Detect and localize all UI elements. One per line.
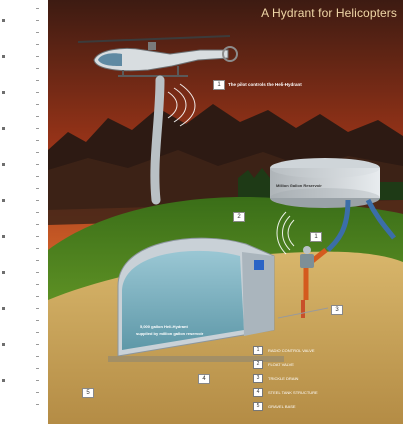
margin-text-line [36, 20, 39, 21]
marker-2: 2 [233, 212, 245, 222]
margin-text-line [36, 44, 39, 45]
margin-text-line [36, 56, 39, 57]
margin-text-line [36, 368, 39, 369]
margin-text-line [36, 32, 39, 33]
reservoir-label: Million Gallon Reservoir [276, 183, 322, 188]
margin-text-line [36, 272, 39, 273]
margin-mark [2, 343, 5, 346]
legend-item-4: 4 STEEL TANK STRUCTURE [253, 388, 318, 397]
marker-4: 4 [198, 374, 210, 384]
legend-text: FLOAT VALVE [268, 362, 294, 367]
margin-text-line [36, 152, 39, 153]
legend-item-2: 2 FLOAT VALVE [253, 360, 294, 369]
margin-text-line [36, 104, 39, 105]
margin-text-line [36, 140, 39, 141]
margin-text-line [36, 320, 39, 321]
margin-text-line [36, 308, 39, 309]
margin-text-line [36, 224, 39, 225]
margin-text-line [36, 236, 39, 237]
million-gallon-reservoir [270, 158, 380, 208]
pilot-callout: The pilot controls the Heli-Hydrant [228, 82, 302, 87]
margin-text-line [36, 8, 39, 9]
margin-text-line [36, 404, 39, 405]
legend-text: GRAVEL BASE [268, 404, 296, 409]
margin-text-line [36, 128, 39, 129]
legend-number: 3 [253, 374, 263, 383]
margin-text-line [36, 248, 39, 249]
radio-waves-valve [276, 211, 295, 255]
margin-mark [2, 127, 5, 130]
legend-text: TRICKLE DRAIN [268, 376, 299, 381]
margin-mark [2, 163, 5, 166]
margin-text-line [36, 344, 39, 345]
float-valve-housing [254, 260, 264, 270]
margin-text-line [36, 200, 39, 201]
trickle-drain-line [277, 307, 329, 319]
marker-3: 3 [331, 305, 343, 315]
margin-text-line [36, 260, 39, 261]
legend-number: 2 [253, 360, 263, 369]
margin-text-line [36, 68, 39, 69]
tank-caption-line1: 5,000 gallon Heli-Hydrant [140, 324, 188, 329]
radio-waves-helicopter [167, 83, 196, 127]
margin-mark [2, 235, 5, 238]
snorkel-hose [150, 75, 165, 205]
margin-text-line [36, 296, 39, 297]
marker-1-pilot: 1 [213, 80, 225, 90]
radio-control-valve [300, 246, 314, 268]
illustration-panel: A Hydrant for Helicopters 1 The pilot co… [48, 0, 403, 424]
margin-text-line [36, 164, 39, 165]
illustration-canvas [48, 0, 403, 424]
margin-mark [2, 91, 5, 94]
margin-text-line [36, 284, 39, 285]
margin-mark [2, 55, 5, 58]
margin-mark [2, 199, 5, 202]
margin-text-line [36, 188, 39, 189]
margin-mark [2, 379, 5, 382]
legend-text: STEEL TANK STRUCTURE [268, 390, 318, 395]
left-text-margin [0, 0, 46, 424]
legend-item-3: 3 TRICKLE DRAIN [253, 374, 298, 383]
legend-number: 5 [253, 402, 263, 411]
margin-text-line [36, 356, 39, 357]
margin-text-line [36, 176, 39, 177]
margin-text-line [36, 332, 39, 333]
legend-item-5: 5 GRAVEL BASE [253, 402, 296, 411]
margin-text-line [36, 380, 39, 381]
margin-text-line [36, 80, 39, 81]
margin-mark [2, 307, 5, 310]
legend: 1 RADIO CONTROL VALVE 2 FLOAT VALVE 3 TR… [253, 346, 393, 416]
legend-item-1: 1 RADIO CONTROL VALVE [253, 346, 315, 355]
legend-number: 1 [253, 346, 263, 355]
reservoir-outlet-pipe [365, 198, 396, 240]
margin-text-line [36, 212, 39, 213]
margin-text-line [36, 92, 39, 93]
legend-number: 4 [253, 388, 263, 397]
tank-caption-line2: supplied by million gallon reservoir [136, 331, 204, 336]
margin-text-line [36, 116, 39, 117]
margin-mark [2, 271, 5, 274]
margin-mark [2, 19, 5, 22]
helicopter [77, 35, 238, 77]
diagram-title: A Hydrant for Helicopters [261, 6, 397, 20]
margin-text-line [36, 392, 39, 393]
marker-1: 1 [310, 232, 322, 242]
marker-5: 5 [82, 388, 94, 398]
legend-text: RADIO CONTROL VALVE [268, 348, 315, 353]
supply-pipe [326, 199, 351, 252]
heli-hydrant-tank [108, 237, 284, 362]
